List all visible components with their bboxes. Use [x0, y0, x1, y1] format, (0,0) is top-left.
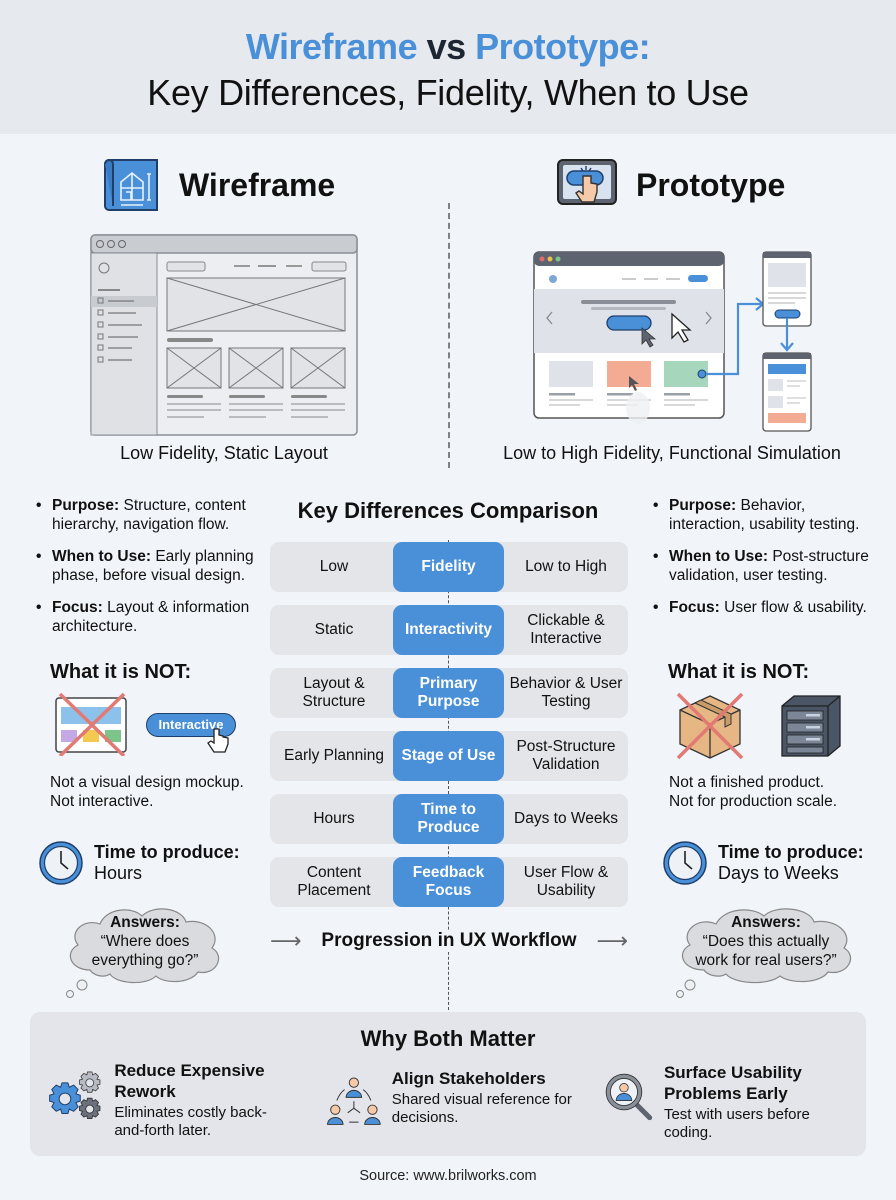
- progression-row: ⟶ Progression in UX Workflow ⟶: [270, 928, 628, 954]
- page-subtitle: Key Differences, Fidelity, When to Use: [147, 72, 749, 113]
- comparison-row-interactivity: Static Interactivity Clickable & Interac…: [270, 605, 628, 655]
- thought-cloud-icon: [676, 908, 851, 998]
- clock-icon: [39, 841, 83, 885]
- criterion-label: Time to Produce: [393, 794, 504, 844]
- why-item-title: Align Stakeholders: [391, 1069, 546, 1088]
- prototype-value: Days to Weeks: [514, 810, 618, 827]
- server-rack-icon: [781, 695, 841, 757]
- wireframe-mockup-illustration: [90, 234, 358, 436]
- wireframe-value: Hours: [313, 810, 355, 827]
- prototype-time-value: Days to Weeks: [718, 863, 839, 883]
- wireframe-not-title: What it is NOT:: [50, 661, 192, 683]
- source-link[interactable]: www.brilworks.com: [409, 1168, 537, 1184]
- prototype-time-label: Time to produce:: [718, 842, 864, 862]
- page-title: Wireframe vs Prototype:: [0, 26, 896, 68]
- stakeholders-icon: [327, 1077, 381, 1125]
- prototype-bullet-focus: Focus: User flow & usability.: [653, 598, 885, 617]
- wireframe-value: Static: [314, 621, 354, 638]
- wireframe-value: Low: [319, 558, 349, 575]
- prototype-mockup-illustration: [533, 251, 812, 432]
- wireframe-time-label: Time to produce:: [94, 842, 240, 862]
- prototype-bullet-when: When to Use: Post-structure validation, …: [653, 547, 885, 585]
- why-both-matter-panel: Why Both Matter Reduce Expensive Rework …: [30, 1012, 866, 1156]
- title-vs: vs: [417, 26, 476, 67]
- wireframe-value: Early Planning: [284, 747, 384, 764]
- prototype-value: User Flow & Usability: [523, 864, 609, 899]
- criterion-label: Interactivity: [393, 605, 504, 655]
- wireframe-heading: Wireframe: [103, 156, 335, 214]
- title-prototype: Prototype:: [475, 26, 651, 67]
- why-item-rework: Reduce Expensive Rework Eliminates costl…: [46, 1060, 296, 1140]
- wireframe-bullet-purpose: Purpose: Structure, content hierarchy, n…: [36, 496, 261, 534]
- criterion-label: Fidelity: [393, 542, 504, 592]
- header: Wireframe vs Prototype: Key Differences,…: [0, 0, 896, 134]
- prototype-value: Clickable & Interactive: [527, 612, 605, 647]
- prototype-value: Low to High: [525, 558, 607, 575]
- prototype-value: Behavior & User Testing: [509, 675, 623, 710]
- wireframe-title: Wireframe: [179, 166, 336, 203]
- prototype-heading: Prototype: [556, 156, 785, 214]
- why-item-desc: Eliminates costly back-and-forth later.: [114, 1104, 267, 1139]
- comparison-title: Key Differences Comparison: [297, 498, 599, 523]
- wireframe-value: Content Placement: [297, 864, 371, 899]
- why-item-title: Reduce Expensive Rework: [114, 1061, 265, 1101]
- blueprint-icon: [104, 159, 158, 211]
- why-item-title: Surface Usability Problems Early: [663, 1063, 802, 1103]
- visual-mockup-crossed-icon: [55, 692, 127, 756]
- interactive-badge-crossed: Interactive: [146, 713, 236, 737]
- wireframe-time-value: Hours: [94, 863, 143, 883]
- clock-icon: [663, 841, 707, 885]
- title-wireframe: Wireframe: [245, 26, 418, 67]
- criterion-label: Stage of Use: [393, 731, 504, 781]
- column-divider: [448, 203, 450, 468]
- magnifier-user-icon: [605, 1073, 653, 1121]
- wireframe-time: Time to produce: Hours: [38, 840, 240, 886]
- wireframe-bullets: Purpose: Structure, content hierarchy, n…: [36, 496, 261, 649]
- wireframe-value: Layout & Structure: [302, 675, 366, 710]
- wireframe-bullet-focus: Focus: Layout & information architecture…: [36, 598, 261, 636]
- wireframe-bullet-when: When to Use: Early planning phase, befor…: [36, 547, 261, 585]
- prototype-title: Prototype: [636, 166, 786, 203]
- prototype-not-text: Not a finished product. Not for producti…: [669, 774, 838, 810]
- progression-label: Progression in UX Workflow: [315, 930, 583, 952]
- wireframe-not-text: Not a visual design mockup. Not interact…: [50, 774, 244, 810]
- criterion-label: Feedback Focus: [393, 857, 504, 907]
- prototype-answers: Answers: “Does this actually work for re…: [695, 914, 837, 969]
- prototype-caption: Low to High Fidelity, Functional Simulat…: [503, 443, 841, 463]
- prototype-bullet-purpose: Purpose: Behavior, interaction, usabilit…: [653, 496, 885, 534]
- criterion-label: Primary Purpose: [393, 668, 504, 718]
- prototype-value: Post-Structure Validation: [516, 738, 616, 773]
- why-both-title: Why Both Matter: [360, 1026, 536, 1051]
- why-item-usability: Surface Usability Problems Early Test wi…: [604, 1062, 854, 1142]
- comparison-row-primary-purpose: Layout & Structure Primary Purpose Behav…: [270, 668, 628, 718]
- comparison-row-time-to-produce: Hours Time to Produce Days to Weeks: [270, 794, 628, 844]
- why-item-stakeholders: Align Stakeholders Shared visual referen…: [326, 1068, 586, 1136]
- wireframe-caption: Low Fidelity, Static Layout: [120, 443, 328, 463]
- comparison-row-fidelity: Low Fidelity Low to High: [270, 542, 628, 592]
- why-item-desc: Shared visual reference for decisions.: [391, 1091, 572, 1126]
- pointing-hand-icon: [207, 728, 229, 753]
- source-footer: Source: www.brilworks.com: [0, 1168, 896, 1184]
- comparison-row-stage-of-use: Early Planning Stage of Use Post-Structu…: [270, 731, 628, 781]
- finished-product-box-crossed-icon: [676, 692, 744, 760]
- prototype-time: Time to produce: Days to Weeks: [662, 840, 864, 886]
- arrow-right-icon: ⟶: [270, 928, 302, 953]
- gears-icon: [49, 1071, 101, 1120]
- prototype-bullets: Purpose: Behavior, interaction, usabilit…: [653, 496, 885, 630]
- comparison-row-feedback-focus: Content Placement Feedback Focus User Fl…: [270, 857, 628, 907]
- wireframe-answers: Answers: “Where does everything go?”: [91, 914, 199, 969]
- arrow-right-icon: ⟶: [596, 928, 628, 953]
- tablet-tap-icon: [557, 159, 617, 205]
- prototype-not-title: What it is NOT:: [668, 661, 810, 683]
- thought-cloud-icon: [66, 908, 220, 998]
- source-label: Source:: [359, 1168, 410, 1184]
- why-item-desc: Test with users before coding.: [663, 1106, 810, 1141]
